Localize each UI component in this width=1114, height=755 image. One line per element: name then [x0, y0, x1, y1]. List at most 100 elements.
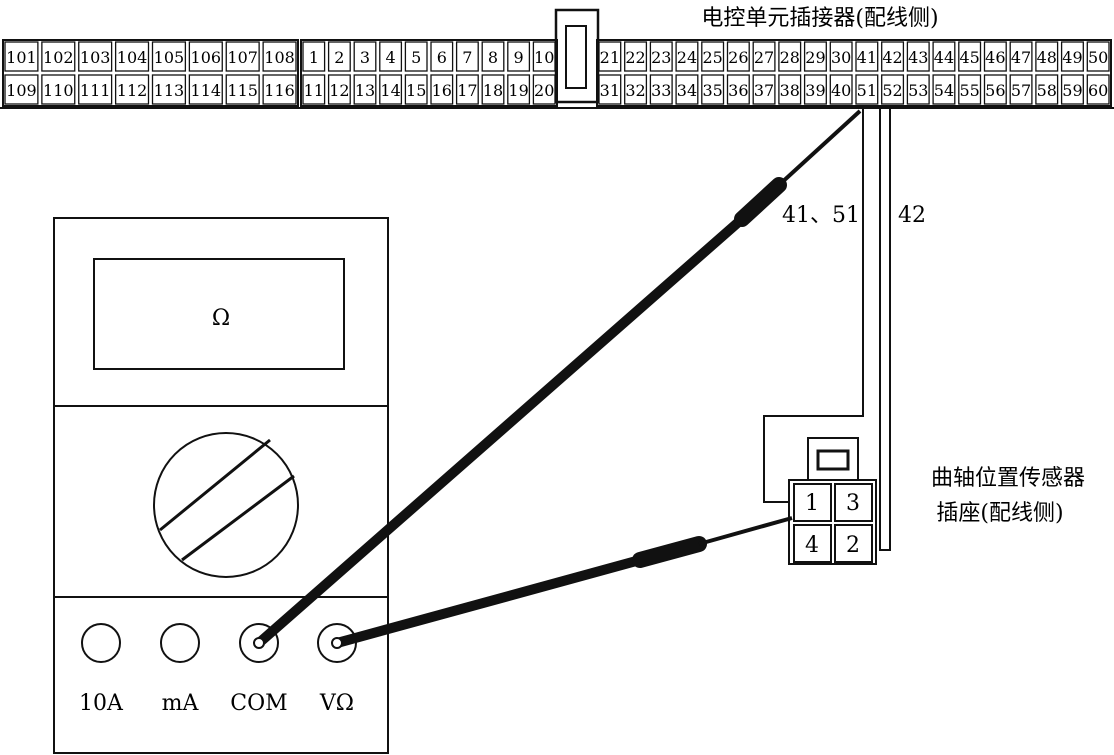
multimeter-display	[93, 258, 345, 370]
ecu-pin-58: 58	[1037, 81, 1057, 100]
ecu-pin-cell	[752, 74, 776, 105]
ecu-pin-cell	[778, 41, 802, 72]
ecu-pin-cell	[430, 74, 454, 105]
ecu-pin-46: 46	[985, 48, 1005, 67]
rotary-dial[interactable]	[153, 432, 299, 578]
terminal-label-10a: 10A	[79, 691, 124, 716]
ecu-pin-5: 5	[411, 48, 421, 67]
terminal-label-com: COM	[230, 691, 287, 716]
ecu-pin-49: 49	[1062, 48, 1082, 67]
ecu-pin-cell	[151, 74, 187, 105]
ecu-pin-cell	[404, 41, 428, 72]
connector-title: 电控单元插接器(配线侧)	[701, 6, 938, 31]
ecu-pin-cell	[932, 41, 956, 72]
ecu-pin-cell	[932, 74, 956, 105]
ecu-pin-cell	[1060, 41, 1084, 72]
sensor-pin-4: 4	[805, 533, 819, 558]
ecu-pin-15: 15	[406, 81, 426, 100]
ecu-pin-14: 14	[380, 81, 400, 100]
ecu-pin-10: 10	[534, 48, 554, 67]
ecu-pin-cell	[532, 74, 556, 105]
ecu-pin-cell	[225, 74, 260, 105]
ecu-pin-19: 19	[508, 81, 528, 100]
ecu-pin-29: 29	[805, 48, 825, 67]
multimeter-body	[53, 217, 389, 754]
ecu-pin-cell	[114, 74, 150, 105]
ecu-pin-cell	[726, 74, 750, 105]
ecu-pin-56: 56	[985, 81, 1005, 100]
ecu-pin-cell	[455, 41, 479, 72]
ecu-pin-21: 21	[600, 48, 620, 67]
ecu-pin-cell	[327, 74, 351, 105]
ecu-pin-51: 51	[857, 81, 877, 100]
ecu-pin-42: 42	[882, 48, 902, 67]
ecu-pin-109: 109	[6, 81, 37, 100]
ecu-pin-cell	[4, 74, 39, 105]
terminal-label-vohm: VΩ	[319, 691, 354, 716]
ecu-pin-cell	[906, 74, 930, 105]
ecu-pin-cell	[983, 74, 1007, 105]
ecu-pin-cell	[829, 41, 853, 72]
ecu-pin-59: 59	[1062, 81, 1082, 100]
ecu-pin-cell	[114, 41, 150, 72]
ecu-pin-28: 28	[780, 48, 800, 67]
ecu-pin-44: 44	[934, 48, 954, 67]
ecu-pin-cell	[624, 41, 648, 72]
ecu-pin-6: 6	[437, 48, 447, 67]
ecu-pin-cell	[881, 41, 905, 72]
ecu-pin-31: 31	[600, 81, 620, 100]
ecu-pin-11: 11	[304, 81, 324, 100]
ecu-pin-60: 60	[1088, 81, 1108, 100]
ecu-pin-32: 32	[625, 81, 645, 100]
terminal-com-jack[interactable]	[239, 623, 279, 663]
probe-vohm[interactable]	[331, 516, 793, 649]
ecu-pin-cell	[675, 41, 699, 72]
ecu-pin-48: 48	[1037, 48, 1057, 67]
ecu-pin-112: 112	[117, 81, 148, 100]
ecu-pin-cell	[1009, 74, 1033, 105]
ecu-pin-cell	[958, 41, 982, 72]
ecu-pin-cell	[1009, 41, 1033, 72]
ecu-pin-16: 16	[432, 81, 452, 100]
probe-com[interactable]	[253, 109, 862, 649]
terminal-10a-jack[interactable]	[81, 623, 121, 663]
ecu-pin-cell	[379, 74, 403, 105]
terminal-vohm-jack[interactable]	[317, 623, 357, 663]
ecu-pin-cell	[302, 74, 326, 105]
ecu-pin-102: 102	[43, 48, 74, 67]
ecu-pin-cell	[983, 41, 1007, 72]
ecu-pin-cell	[327, 41, 351, 72]
ecu-pin-7: 7	[462, 48, 472, 67]
sensor-pin-1-cell	[793, 483, 832, 522]
ecu-pin-115: 115	[227, 81, 258, 100]
ecu-pin-113: 113	[154, 81, 185, 100]
sensor-latch	[807, 437, 859, 481]
ecu-pin-cell	[803, 74, 827, 105]
ecu-pin-2: 2	[334, 48, 344, 67]
ecu-pin-39: 39	[805, 81, 825, 100]
ecu-pin-cell	[598, 74, 622, 105]
sensor-pin-4-cell	[793, 524, 832, 563]
ecu-pin-24: 24	[677, 48, 697, 67]
ecu-pin-cell	[507, 41, 531, 72]
ecu-pin-cell	[404, 74, 428, 105]
ecu-pin-cell	[829, 74, 853, 105]
terminal-ma-jack[interactable]	[160, 623, 200, 663]
sensor-housing	[788, 479, 877, 565]
ecu-pin-4: 4	[386, 48, 396, 67]
sensor-pin-3-cell	[834, 483, 873, 522]
ecu-pin-57: 57	[1011, 81, 1031, 100]
ecu-pin-cell	[4, 41, 39, 72]
ecu-pin-26: 26	[728, 48, 748, 67]
ecu-pin-cell	[881, 74, 905, 105]
ecu-pin-cell	[353, 41, 377, 72]
ecu-pin-20: 20	[534, 81, 554, 100]
ecu-pin-40: 40	[831, 81, 851, 100]
ecu-pin-cell	[701, 41, 725, 72]
ecu-pin-35: 35	[702, 81, 722, 100]
ecu-pin-110: 110	[43, 81, 74, 100]
ecu-pin-47: 47	[1011, 48, 1031, 67]
ecu-pin-cell	[41, 74, 76, 105]
ecu-pin-18: 18	[483, 81, 503, 100]
